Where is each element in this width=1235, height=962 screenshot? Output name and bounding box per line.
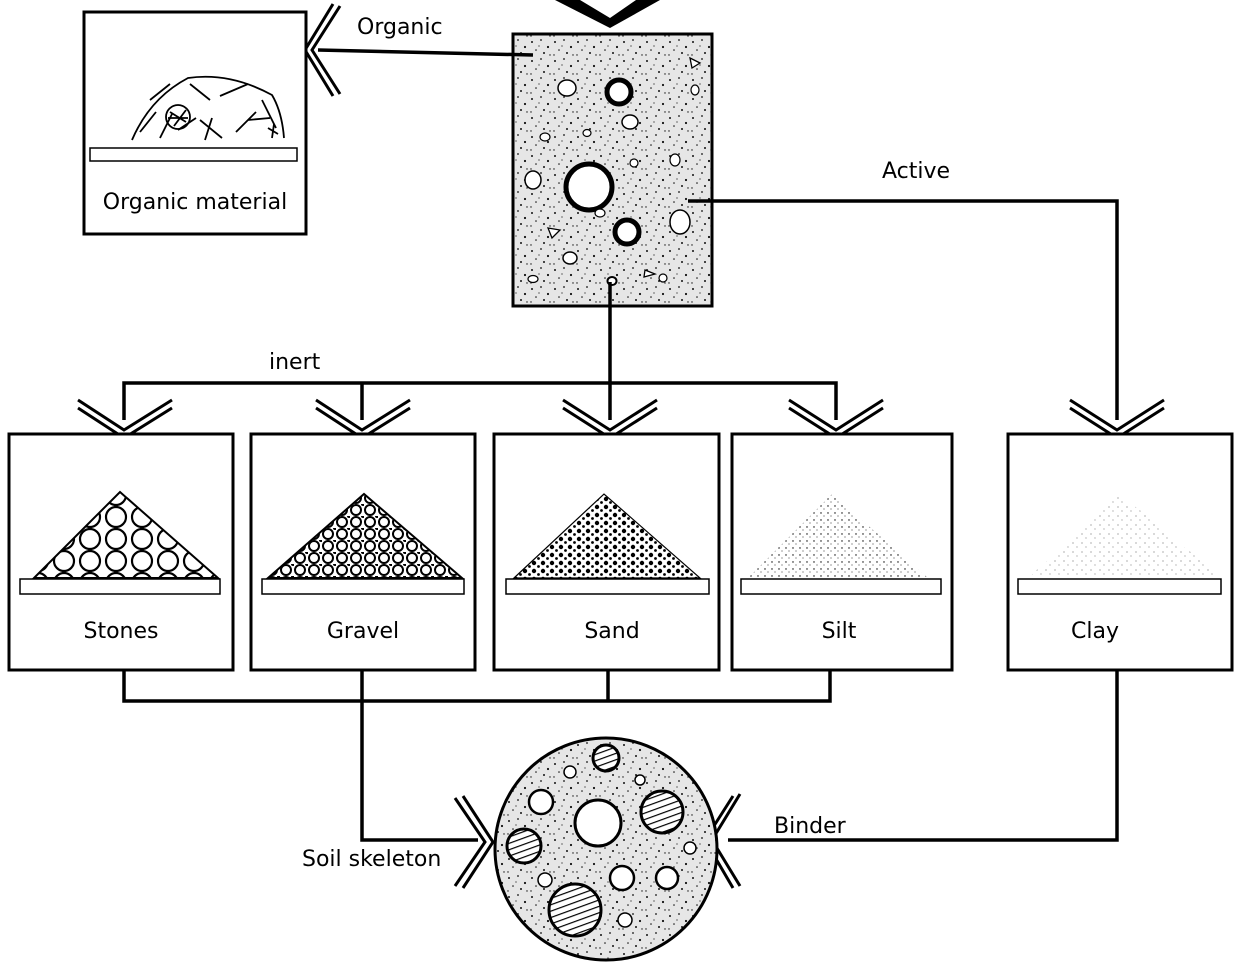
- gravel-caption: Gravel: [326, 619, 400, 644]
- inert-flow-label: inert: [269, 350, 321, 375]
- stones-box: [7, 432, 235, 672]
- stones-caption: Stones: [83, 619, 159, 644]
- sand-box: [492, 432, 721, 672]
- skeleton-connector: [122, 670, 832, 889]
- active-flow-label: Active: [882, 159, 951, 184]
- clay-box: [1006, 432, 1234, 672]
- inert-connector: [77, 282, 884, 440]
- soil-block: [511, 32, 714, 308]
- soil-sample-circle: [493, 736, 719, 962]
- binder-flow-label: Binder: [774, 814, 846, 839]
- input-arrow-icon: [555, 0, 660, 28]
- organic-material-box: [82, 10, 308, 236]
- organic-flow-label: Organic: [357, 15, 443, 40]
- active-connector: [688, 199, 1165, 440]
- silt-caption: Silt: [821, 619, 857, 644]
- clay-caption: Clay: [1071, 619, 1119, 644]
- silt-box: [730, 432, 954, 672]
- gravel-box: [249, 432, 477, 672]
- sand-caption: Sand: [584, 619, 640, 644]
- soil-skeleton-label: Soil skeleton: [302, 847, 442, 872]
- organic-material-caption: Organic material: [102, 190, 288, 215]
